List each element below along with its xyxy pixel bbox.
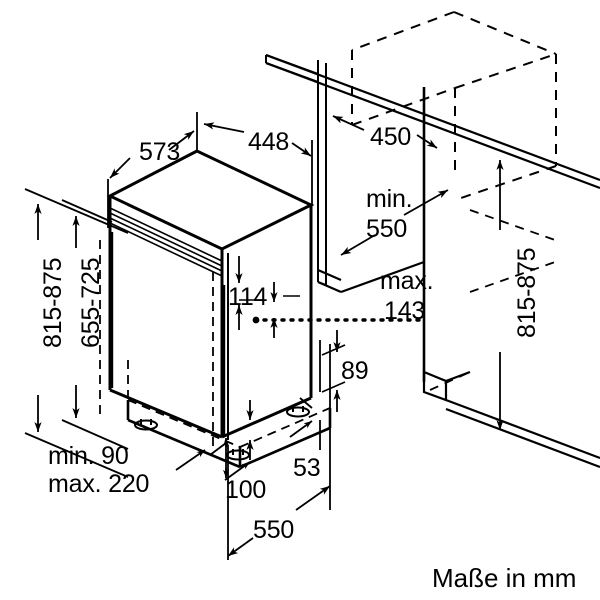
niche-left-edge [317,60,327,286]
dim-arrow-100 [224,400,254,481]
left-projection-lines [24,188,129,478]
dim-arrow-plinth-range [175,437,229,479]
label-foot-height: 53 [293,454,321,482]
label-plinth-min: min. 90 [48,442,129,470]
label-appliance-depth: 573 [139,138,181,166]
label-plinth-max: max. 220 [48,470,150,498]
adjustable-foot-right [286,406,310,418]
dishwasher-hidden-verticals [99,240,214,448]
dim-arrow-89 [321,330,346,412]
upper-cabinet-dashed-outline [351,11,557,201]
dishwasher-control-panel-lines [109,207,223,277]
worktop-left-notch [265,53,319,84]
niche-left-return [317,260,425,294]
right-height-dashed-guides [429,209,556,391]
label-niche-depth-min-value: 550 [366,215,408,243]
dishwasher-door-panel [110,232,226,435]
dim-arrow-550-bottom [227,445,331,560]
label-plinth-recess-max-value: 143 [384,297,426,325]
dishwasher-base-hidden-lines [111,360,331,448]
label-appliance-width: 448 [248,128,290,156]
worktop-slab [265,53,600,190]
dim-arrow-450 [332,115,438,149]
label-floor-depth: 550 [253,516,295,544]
label-plinth-recess-max-word: max. [380,267,434,295]
dim-arrow-min-550 [340,189,449,256]
niche-right-plinth [422,370,471,402]
max-143-dotted-line [252,316,426,324]
dim-arrow-448 [203,122,312,157]
dim-arrow-53 [289,397,313,438]
label-height-body-left: 655-725 [77,257,105,348]
diagram-linework [24,11,600,560]
extension-lines-right-bottom [319,340,331,510]
dim-arrow-573 [109,130,195,179]
label-height-total-left: 815-875 [39,257,67,348]
units-caption: Maße in mm [432,563,577,593]
dishwasher-body [106,149,315,439]
label-niche-depth-min-word: min. [366,185,413,213]
label-height-total-right: 815-875 [513,247,541,338]
floor-line [445,398,600,469]
adjustable-foot-front-left [134,419,158,431]
label-door-panel-height: 114 [228,283,268,311]
label-base-height: 89 [341,357,369,385]
adjustable-foot-front-center [226,449,250,461]
label-foot-offset: 100 [225,476,267,504]
label-niche-width: 450 [370,123,412,151]
